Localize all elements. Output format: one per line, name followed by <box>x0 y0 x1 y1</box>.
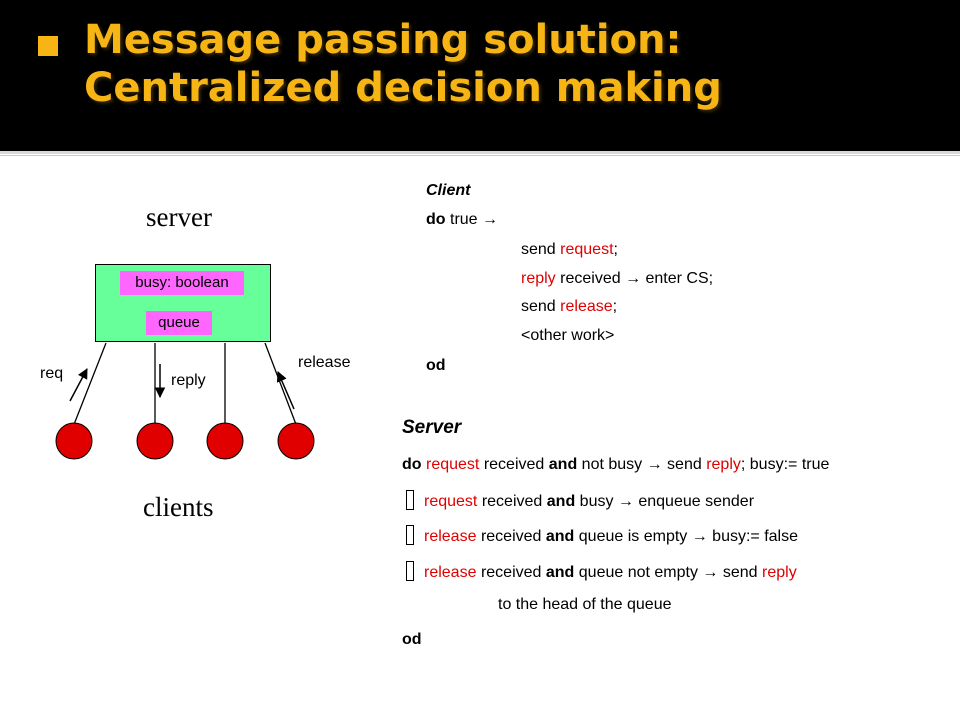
send-text: send <box>521 241 556 258</box>
client-reply-line: reply received → enter CS; <box>521 270 713 288</box>
server-line-3: release received and queue is empty → bu… <box>406 525 798 546</box>
received-text: received <box>480 528 542 545</box>
semicolon: ; <box>613 241 618 258</box>
client-node <box>55 422 93 460</box>
title-bullet-icon <box>38 36 58 56</box>
req-label: req <box>40 365 64 382</box>
client-node <box>277 422 315 460</box>
request-keyword: request <box>560 241 614 258</box>
reply-label: reply <box>171 372 206 389</box>
busy-enqueue-text: busy → enqueue sender <box>579 493 755 510</box>
release-keyword: release <box>424 528 477 545</box>
server-line-4: release received and queue not empty → s… <box>406 561 797 582</box>
reply-keyword: reply <box>706 456 741 473</box>
received-text: received <box>480 564 542 581</box>
server-label: server <box>146 202 212 232</box>
release-keyword: release <box>424 564 477 581</box>
reply-keyword: reply <box>521 270 556 287</box>
not-busy-send-text: not busy → send <box>581 456 702 473</box>
true-text: true <box>450 211 478 228</box>
guard-separator-icon <box>406 525 414 545</box>
and-keyword: and <box>545 564 575 581</box>
queue-not-empty-text: queue not empty → send <box>578 564 758 581</box>
client-code-heading: Client <box>426 182 471 199</box>
and-keyword: and <box>545 528 575 545</box>
received-enter-cs-text: received → enter CS; <box>560 270 714 287</box>
received-text: received <box>481 493 543 510</box>
reply-keyword: reply <box>762 564 797 581</box>
received-text: received <box>483 456 545 473</box>
header-divider <box>0 151 960 154</box>
client-send-release-line: send release; <box>521 298 617 316</box>
queue-tag: queue <box>146 311 212 335</box>
slide-header: Message passing solution: Centralized de… <box>0 0 960 151</box>
request-keyword: request <box>426 456 480 473</box>
client-od-keyword: od <box>426 357 446 374</box>
client-server-diagram <box>55 342 315 460</box>
connection-line-1 <box>72 342 107 428</box>
server-line-5: to the head of the queue <box>498 596 672 613</box>
slide-title: Message passing solution: Centralized de… <box>84 16 722 112</box>
request-keyword: request <box>424 493 478 510</box>
and-keyword: and <box>548 456 578 473</box>
server-line-1: do request received and not busy → send … <box>402 456 829 474</box>
server-line-2: request received and busy → enqueue send… <box>406 490 754 511</box>
and-keyword: and <box>546 493 576 510</box>
client-do-line: do true → <box>426 211 498 229</box>
queue-empty-text: queue is empty → busy:= false <box>578 528 799 545</box>
busy-true-text: ; busy:= true <box>740 456 830 473</box>
server-od-keyword: od <box>402 631 422 648</box>
arrow-icon: → <box>482 211 499 228</box>
server-code-heading: Server <box>402 417 462 438</box>
do-keyword: do <box>402 456 422 473</box>
release-arrow-icon <box>276 371 295 410</box>
guard-separator-icon <box>406 561 414 581</box>
client-other-work-line: <other work> <box>521 327 615 344</box>
busy-boolean-tag: busy: boolean <box>120 271 244 295</box>
header-divider-thin <box>0 155 960 156</box>
do-keyword: do <box>426 211 446 228</box>
client-send-request-line: send request; <box>521 241 618 259</box>
guard-separator-icon <box>406 490 414 510</box>
semicolon: ; <box>612 298 618 315</box>
title-line-1: Message passing solution: <box>84 17 682 63</box>
clients-label: clients <box>143 492 214 522</box>
req-arrow-icon <box>69 368 88 402</box>
client-node <box>136 422 174 460</box>
client-node <box>206 422 244 460</box>
connection-line-4 <box>264 342 298 428</box>
send-text: send <box>521 298 556 315</box>
release-label: release <box>298 354 351 371</box>
title-line-2: Centralized decision making <box>84 65 722 111</box>
release-keyword: release <box>560 298 613 315</box>
